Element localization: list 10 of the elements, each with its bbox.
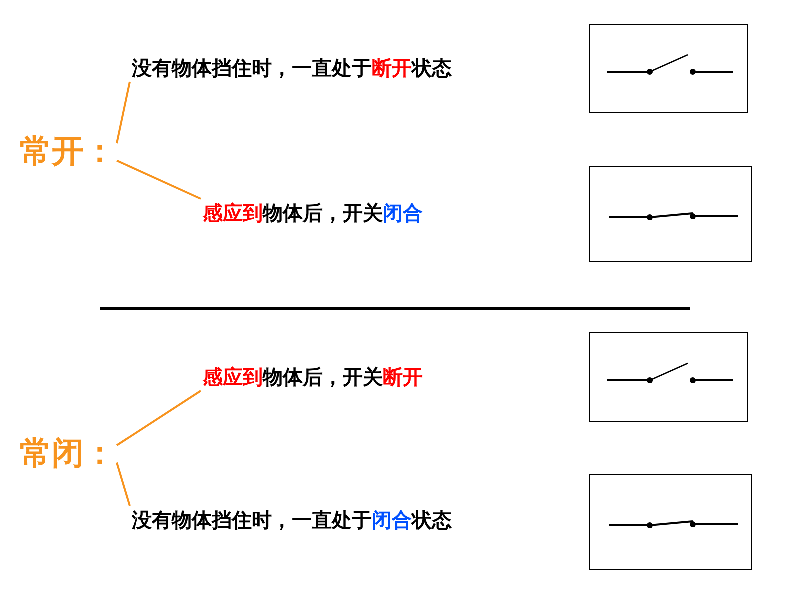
description-text: 感应到物体后，开关闭合 [203, 201, 423, 225]
category-label: 常开： [20, 132, 116, 170]
description-text: 没有物体挡住时，一直处于闭合状态 [132, 508, 452, 532]
leader-line [116, 462, 131, 506]
leader-line [116, 82, 131, 144]
leader-line [116, 160, 202, 200]
description-text: 感应到物体后，开关断开 [203, 365, 423, 389]
category-label: 常闭： [20, 434, 116, 472]
description-text: 没有物体挡住时，一直处于断开状态 [132, 56, 452, 80]
leader-line [116, 390, 202, 446]
